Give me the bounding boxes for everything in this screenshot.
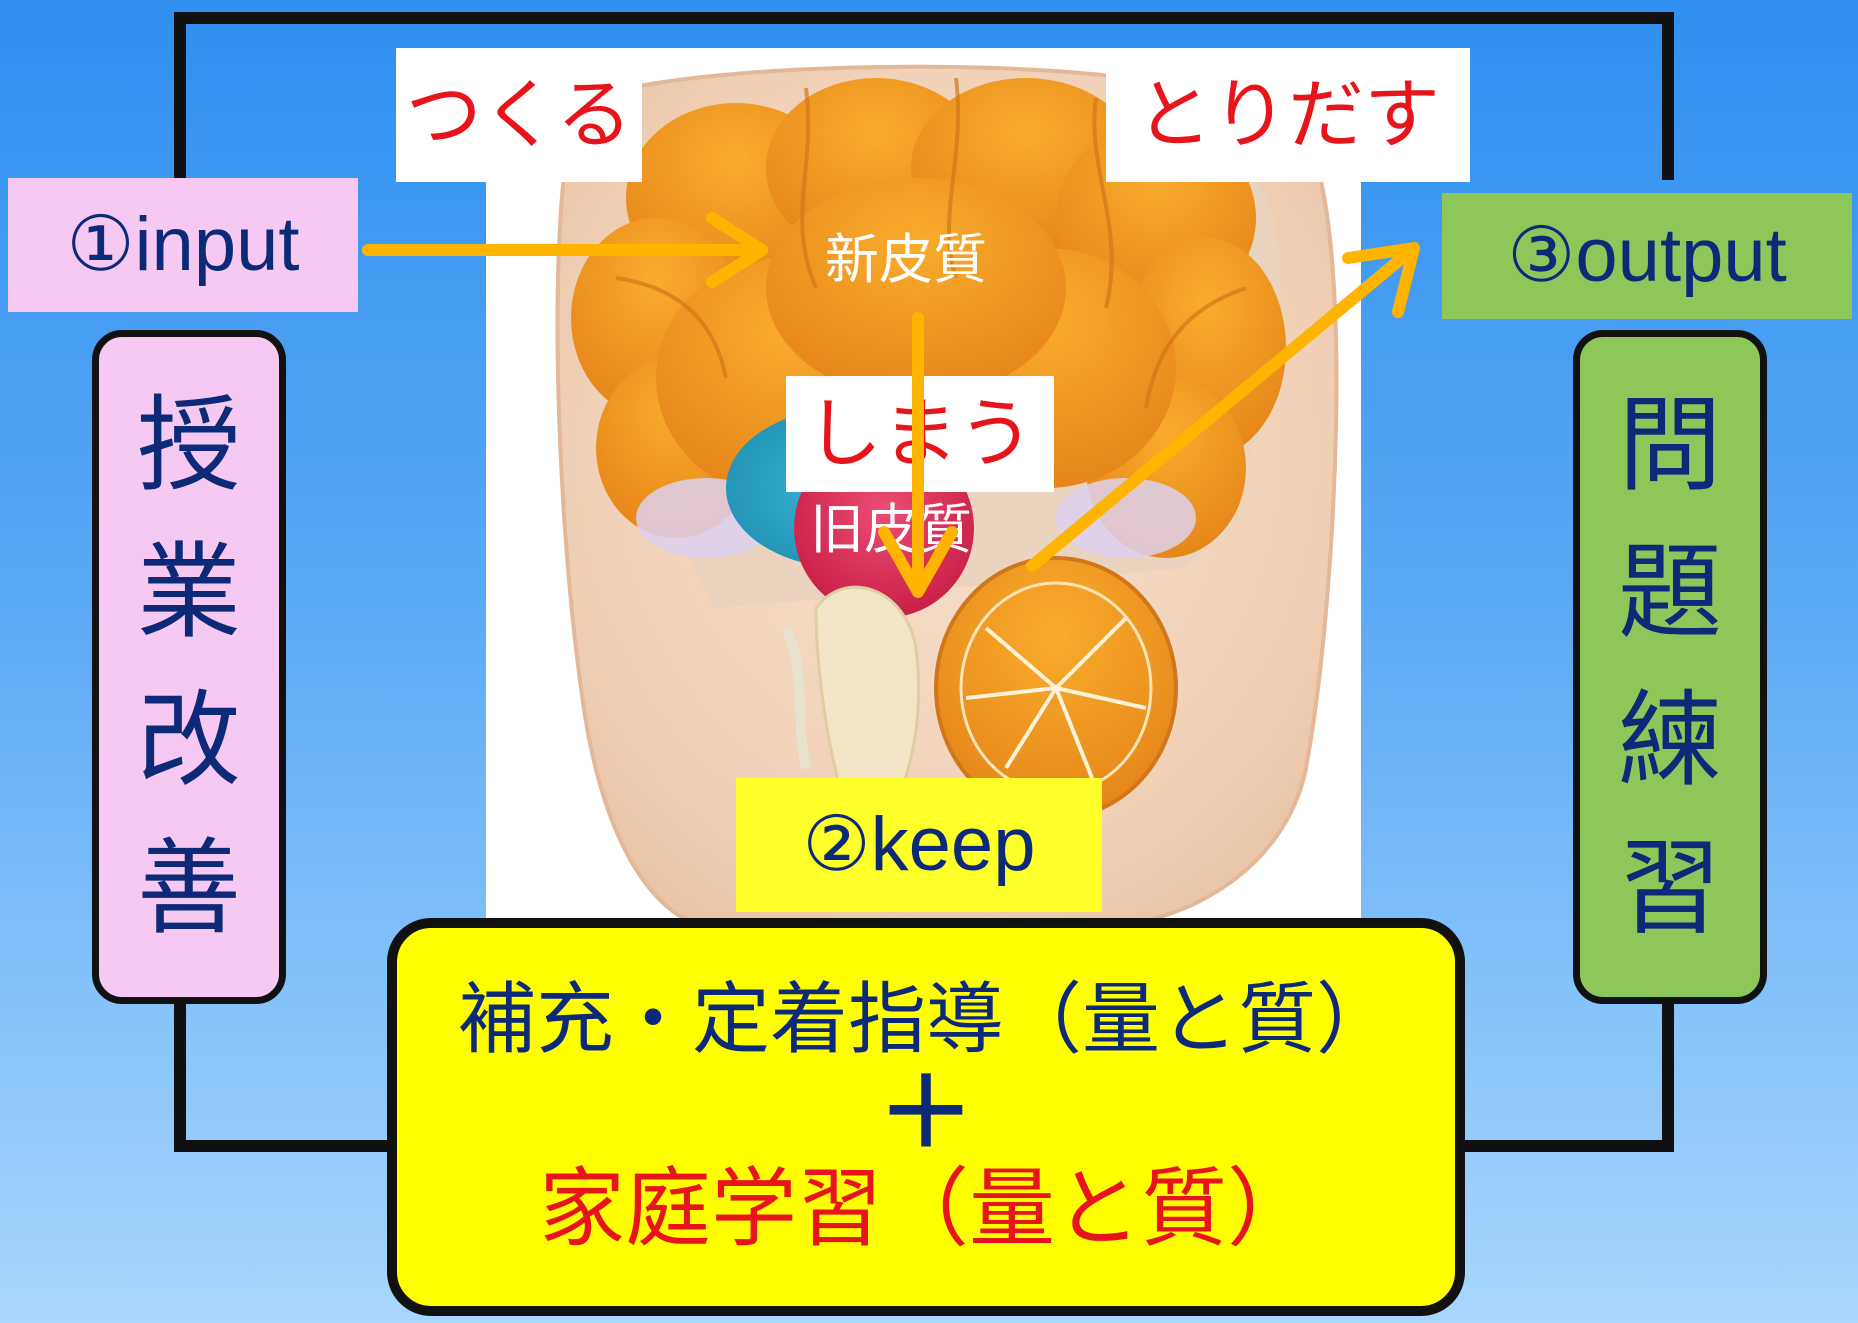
home-study-text: 家庭学習（量と質） xyxy=(539,1158,1313,1259)
label-tsukuru: つくる xyxy=(396,48,642,182)
problem-practice-box: 問 題 練 習 xyxy=(1573,330,1767,1004)
lesson-improvement-char: 善 xyxy=(136,826,241,949)
input-step-label: ①input xyxy=(8,178,358,312)
lesson-improvement-char: 授 xyxy=(136,383,241,506)
frame-left-line xyxy=(174,990,395,1152)
output-step-label: ③output xyxy=(1442,193,1852,319)
store-arrow-icon xyxy=(878,312,958,598)
problem-practice-char: 習 xyxy=(1617,826,1722,949)
plus-sign-icon: ＋ xyxy=(878,1056,974,1169)
neocortex-label: 新皮質 xyxy=(825,228,987,291)
keep-step-label: ②keep xyxy=(736,778,1102,912)
lesson-improvement-box: 授 業 改 善 xyxy=(92,330,286,1004)
supplementary-guidance-text: 補充・定着指導（量と質） xyxy=(457,975,1394,1066)
frame-right-line xyxy=(1458,990,1674,1152)
input-arrow-icon xyxy=(362,212,768,288)
keep-methods-box: 補充・定着指導（量と質） ＋ 家庭学習（量と質） xyxy=(387,918,1465,1316)
lesson-improvement-char: 業 xyxy=(136,531,241,654)
output-arrow-icon xyxy=(1026,242,1420,572)
problem-practice-char: 練 xyxy=(1617,679,1722,801)
label-toridasu: とりだす xyxy=(1106,48,1470,182)
lesson-improvement-char: 改 xyxy=(136,679,241,801)
problem-practice-char: 題 xyxy=(1617,531,1722,654)
frame-top-line xyxy=(174,12,1674,180)
problem-practice-char: 問 xyxy=(1617,383,1722,506)
